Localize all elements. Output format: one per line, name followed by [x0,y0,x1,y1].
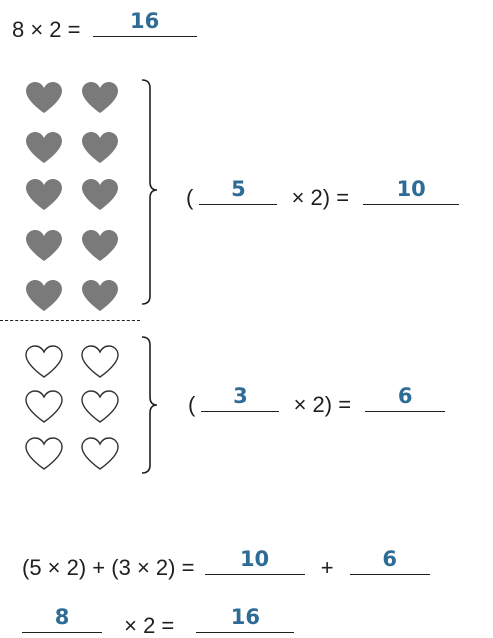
filled-heart-icon [82,132,118,163]
outline-heart-icon [81,390,119,423]
dashed-divider [0,320,140,321]
final-blank-2[interactable]: 16 [196,605,295,633]
group1-equation: ( 5 × 2) = 10 [186,177,460,210]
outline-heart-icon [81,345,119,378]
sum-answer-1: 10 [239,547,270,571]
open-paren: ( [186,185,194,210]
answer-blank[interactable]: 16 [92,9,197,37]
filled-heart-icon [26,82,62,113]
equation-lhs: 8 × 2 = [12,17,81,42]
factor-blank[interactable]: 5 [199,177,278,205]
product-answer: 6 [397,384,413,408]
product-blank[interactable]: 6 [365,384,446,412]
sum-equation: (5 × 2) + (3 × 2) = 10 + 6 [22,547,430,580]
filled-heart-icon [26,280,62,311]
sum-blank-2[interactable]: 6 [349,547,430,575]
filled-heart-icon [82,179,118,210]
outline-heart-icon [25,390,63,423]
factor-answer: 3 [233,384,248,408]
outline-heart-icon [81,437,119,470]
right-brace-icon [141,336,158,474]
sum-answer-2: 6 [382,547,397,571]
group2-equation: ( 3 × 2) = 6 [188,384,446,417]
outline-heart-icon [25,437,63,470]
final-equation: 8 × 2 = 16 [22,605,295,638]
open-paren: ( [188,392,196,417]
plus-sign: + [320,555,334,580]
sum-blank-1[interactable]: 10 [204,547,305,575]
final-answer-1: 8 [54,605,70,629]
filled-heart-icon [26,132,62,163]
times-two-equals: × 2) = [293,392,352,417]
sum-lhs: (5 × 2) + (3 × 2) = [22,555,195,580]
answer-value: 16 [130,9,160,33]
outline-heart-icon [25,345,63,378]
product-blank[interactable]: 10 [363,177,460,205]
final-answer-2: 16 [230,605,261,629]
equation-line-1: 8 × 2 = 16 [12,9,197,42]
filled-heart-icon [82,280,118,311]
right-brace-icon [141,79,158,305]
factor-blank[interactable]: 3 [201,384,280,412]
filled-heart-icon [26,230,62,261]
filled-heart-icon [26,179,62,210]
times-two-equals: × 2 = [124,613,175,638]
times-two-equals: × 2) = [291,185,350,210]
final-blank-1[interactable]: 8 [22,605,102,633]
factor-answer: 5 [231,177,246,201]
product-answer: 10 [396,177,426,201]
filled-heart-icon [82,82,118,113]
filled-heart-icon [82,230,118,261]
